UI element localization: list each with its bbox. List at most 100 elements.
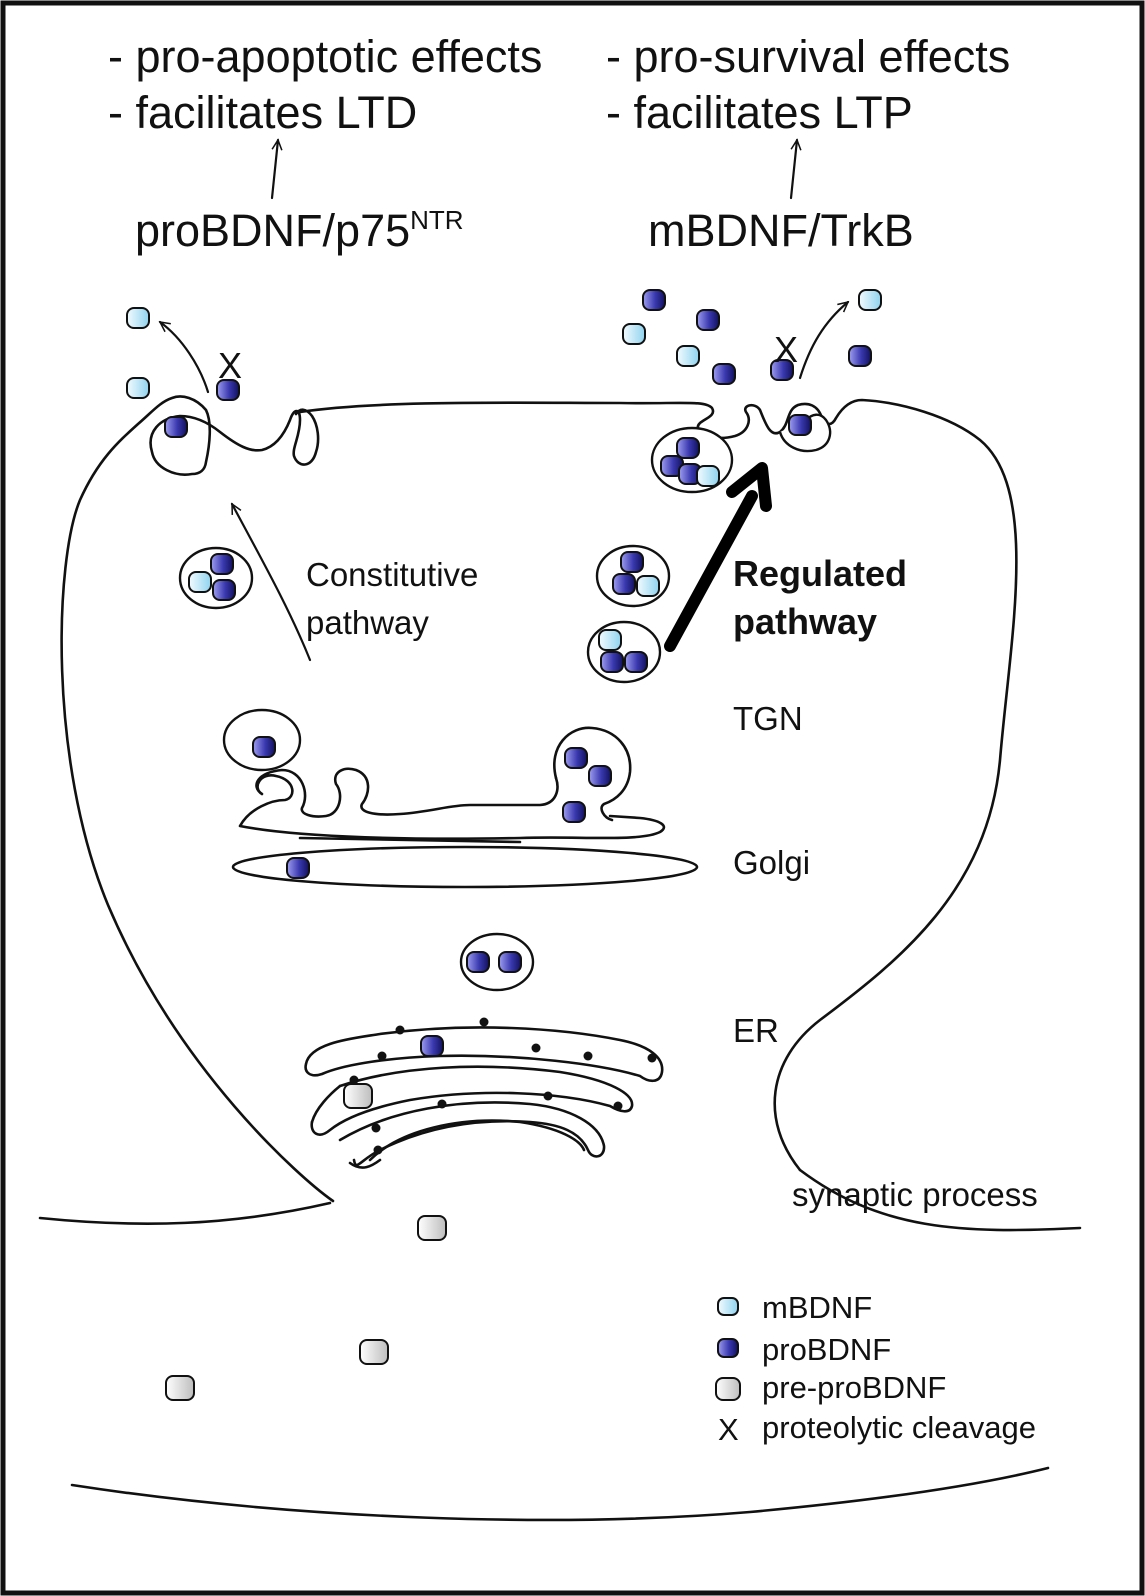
regulated-secretion-arrow bbox=[798, 300, 850, 380]
er-ribosomes bbox=[349, 1017, 657, 1155]
preprobdnf-particle bbox=[417, 1215, 447, 1241]
mbdnf-particle bbox=[622, 323, 646, 345]
synaptic-process-membrane bbox=[38, 1201, 332, 1225]
regulated-pathway-label-line-1: Regulated bbox=[733, 553, 907, 594]
regulated-pathway-arrowhead bbox=[726, 462, 772, 512]
tgn-label: TGN bbox=[733, 700, 803, 737]
probdnf-particle bbox=[712, 363, 736, 385]
legend-item-cleavage: X proteolytic cleavage bbox=[718, 1410, 1036, 1447]
probdnf-particle bbox=[420, 1035, 444, 1057]
cleavage-mark-right: X bbox=[774, 329, 798, 370]
probdnf-particle bbox=[252, 736, 276, 758]
probdnf-particle bbox=[600, 651, 624, 673]
mbdnf-particle bbox=[676, 345, 700, 367]
constitutive-pathway-label-line-2: pathway bbox=[306, 604, 429, 641]
synaptic-process-label: synaptic process bbox=[792, 1176, 1038, 1213]
vesicle-regulated-3 bbox=[586, 620, 662, 684]
ribosome-dot bbox=[349, 1075, 359, 1085]
ribosome-dot bbox=[373, 1145, 383, 1155]
tgn-bud bbox=[553, 726, 632, 822]
er-cisterna-2 bbox=[310, 1065, 634, 1136]
ribosome-dot bbox=[479, 1017, 489, 1027]
vesicle-er-to-golgi bbox=[459, 932, 535, 992]
probdnf-particle bbox=[620, 551, 644, 573]
mbdnf-particle bbox=[636, 575, 660, 597]
lower-membrane bbox=[70, 1466, 1050, 1522]
constitutive-pathway-label-line-1: Constitutive bbox=[306, 556, 478, 593]
probdnf-particle bbox=[498, 951, 522, 973]
synaptic-process-edge bbox=[798, 1168, 1082, 1232]
left-effect-arrow bbox=[270, 138, 283, 200]
regulated-pathway-label-line-2: pathway bbox=[733, 601, 877, 642]
left-effect-line-2: - facilitates LTD bbox=[108, 87, 417, 138]
probdnf-particle bbox=[770, 359, 794, 381]
probdnf-particle bbox=[164, 416, 188, 438]
probdnf-particle bbox=[612, 573, 636, 595]
probdnf-particle bbox=[210, 553, 234, 575]
ribosome-dot bbox=[531, 1043, 541, 1053]
probdnf-particle bbox=[588, 765, 612, 787]
regulated-pathway-arrow bbox=[664, 490, 758, 652]
probdnf-particle bbox=[466, 951, 490, 973]
cleavage-mark-left: X bbox=[218, 345, 242, 386]
golgi-label: Golgi bbox=[733, 844, 810, 881]
cell-membrane bbox=[60, 395, 1018, 1203]
golgi-cisterna-lower bbox=[231, 845, 699, 889]
ribosome-dot bbox=[437, 1099, 447, 1109]
probdnf-particle bbox=[216, 379, 240, 401]
ribosome-dot bbox=[395, 1025, 405, 1035]
probdnf-particle bbox=[286, 857, 310, 879]
ribosome-dot bbox=[647, 1053, 657, 1063]
er-cisterna-5 bbox=[368, 1119, 586, 1162]
mbdnf-particle bbox=[126, 377, 150, 399]
legend-label-mbdnf: mBDNF bbox=[762, 1290, 872, 1325]
legend-cleavage-mark: X bbox=[718, 1412, 739, 1447]
ribosome-dot bbox=[377, 1051, 387, 1061]
mbdnf-particle bbox=[598, 629, 622, 651]
legend-label-preprobdnf: pre-proBDNF bbox=[762, 1370, 946, 1405]
probdnf-particle bbox=[696, 309, 720, 331]
left-receptor-label: proBDNF/p75NTR bbox=[135, 205, 464, 256]
ribosome-dot bbox=[613, 1101, 623, 1111]
legend-item-probdnf: proBDNF bbox=[717, 1332, 891, 1367]
mbdnf-particle bbox=[696, 465, 720, 487]
right-effect-line-2: - facilitates LTP bbox=[606, 87, 913, 138]
ribosome-dot bbox=[371, 1123, 381, 1133]
legend-label-probdnf: proBDNF bbox=[762, 1332, 891, 1367]
probdnf-particle bbox=[676, 437, 700, 459]
er-cisterna-3 bbox=[310, 1084, 342, 1124]
probdnf-particle bbox=[788, 414, 812, 436]
legend-item-mbdnf: mBDNF bbox=[717, 1290, 872, 1325]
probdnf-particle bbox=[848, 345, 872, 367]
legend-swatch-mbdnf bbox=[717, 1297, 739, 1316]
golgi-stack-upper bbox=[238, 767, 666, 844]
constitutive-secretion-arrow bbox=[158, 320, 210, 394]
preprobdnf-particle bbox=[165, 1375, 195, 1401]
probdnf-particle bbox=[642, 289, 666, 311]
er-cisterna-1 bbox=[304, 1026, 664, 1083]
legend-label-cleavage: proteolytic cleavage bbox=[762, 1410, 1036, 1445]
ribosome-dot bbox=[583, 1051, 593, 1061]
ribosome-dot bbox=[543, 1091, 553, 1101]
mbdnf-particle bbox=[858, 289, 882, 311]
probdnf-particle bbox=[564, 747, 588, 769]
right-effect-line-1: - pro-survival effects bbox=[606, 31, 1010, 82]
probdnf-particle bbox=[212, 579, 236, 601]
er-label: ER bbox=[733, 1012, 779, 1049]
legend: mBDNF proBDNF pre-proBDNF X proteolytic … bbox=[715, 1290, 1036, 1447]
probdnf-particle bbox=[562, 801, 586, 823]
legend-item-preprobdnf: pre-proBDNF bbox=[715, 1370, 946, 1405]
constitutive-pathway-arrow bbox=[230, 502, 312, 662]
legend-swatch-probdnf bbox=[717, 1338, 739, 1358]
mbdnf-particle bbox=[188, 571, 212, 593]
preprobdnf-particle bbox=[359, 1339, 389, 1365]
er-cisterna-inner bbox=[348, 1158, 382, 1169]
left-effect-line-1: - pro-apoptotic effects bbox=[108, 31, 542, 82]
probdnf-particle bbox=[624, 651, 648, 673]
right-effect-arrow bbox=[789, 138, 802, 200]
right-receptor-label: mBDNF/TrkB bbox=[648, 205, 914, 256]
legend-swatch-preprobdnf bbox=[715, 1377, 741, 1401]
mbdnf-particle bbox=[126, 307, 150, 329]
